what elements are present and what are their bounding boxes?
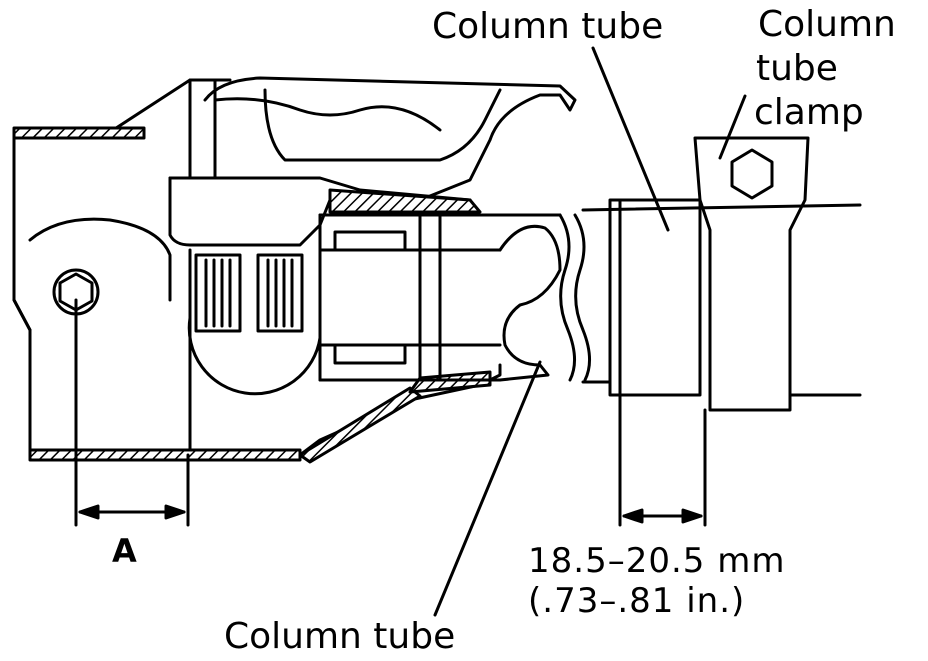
left-diagonal-wall	[298, 386, 422, 464]
dimension-clamp-lines	[618, 393, 707, 527]
label-column-tube-top: Column tube	[432, 6, 663, 47]
dimension-a-lines	[74, 298, 190, 527]
label-dimension-a: A	[112, 532, 137, 570]
column-tube-clamp	[693, 136, 810, 412]
break-line-left	[558, 213, 576, 382]
break-line-right	[573, 213, 591, 382]
label-clamp-line3: clamp	[754, 92, 864, 133]
column-tube-right	[581, 198, 862, 397]
label-dimension-in: (.73–.81 in.)	[528, 581, 745, 621]
leader-column-tube-top	[591, 46, 670, 232]
hatched-sleeve-bottom	[408, 370, 492, 394]
leader-clamp	[718, 94, 747, 160]
hatched-sleeve-top	[328, 188, 482, 214]
inner-shaft	[318, 213, 562, 382]
hex-nut-icon	[730, 148, 774, 200]
label-column-tube-bottom: Column tube	[224, 616, 455, 656]
needle-bearing-left	[194, 253, 242, 333]
upper-fork	[168, 76, 577, 247]
left-tube-wall-top	[12, 126, 146, 140]
left-tube-wall-bottom	[28, 448, 302, 462]
needle-bearing-right	[256, 253, 304, 333]
label-dimension-mm: 18.5–20.5 mm	[528, 541, 785, 581]
label-clamp-line2: tube	[756, 48, 838, 89]
bearing-cup	[187, 316, 322, 396]
label-clamp-line1: Column	[758, 4, 896, 45]
leader-column-tube-bottom	[433, 360, 542, 617]
